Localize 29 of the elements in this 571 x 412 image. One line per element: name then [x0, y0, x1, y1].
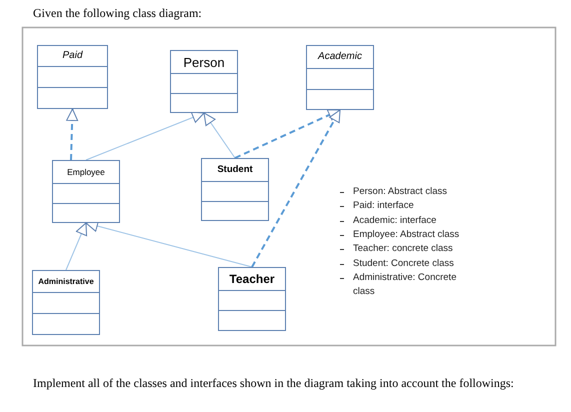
caption: Implement all of the classes and interfaces shown in the diagram taking into account the followings: [33, 375, 515, 391]
inheritance-arrow [204, 112, 236, 158]
note-text: Person: Abstract class [353, 185, 448, 199]
class-box [52, 160, 120, 223]
class-name: Administrative [38, 278, 94, 286]
class-box [170, 50, 238, 113]
class-name: Person [183, 56, 225, 68]
class-name: Teacher [229, 273, 275, 285]
class-name: Paid [62, 51, 82, 61]
note-text: Administrative: Concrete class [353, 270, 458, 299]
class-box [218, 267, 286, 331]
class-name: Employee [67, 168, 105, 176]
class-name: Student [217, 165, 253, 175]
realization-arrow [251, 110, 341, 268]
note-text: Employee: Abstract class [353, 228, 460, 242]
class-box [306, 45, 374, 110]
class-box [37, 45, 108, 109]
inheritance-arrow [86, 112, 204, 160]
title: Given the following class diagram: [33, 6, 202, 21]
inheritance-arrow [66, 222, 88, 270]
note-text: Academic: interface [353, 214, 438, 228]
note-text: Student: Concrete class [353, 256, 455, 270]
class-box [32, 270, 100, 335]
class-name: Academic [318, 52, 362, 62]
note-text: Teacher: concrete class [353, 242, 454, 256]
realization-arrow [234, 109, 340, 159]
note-text: Paid: interface [353, 199, 415, 214]
realization-arrow [66, 108, 78, 160]
class-box [201, 158, 269, 221]
